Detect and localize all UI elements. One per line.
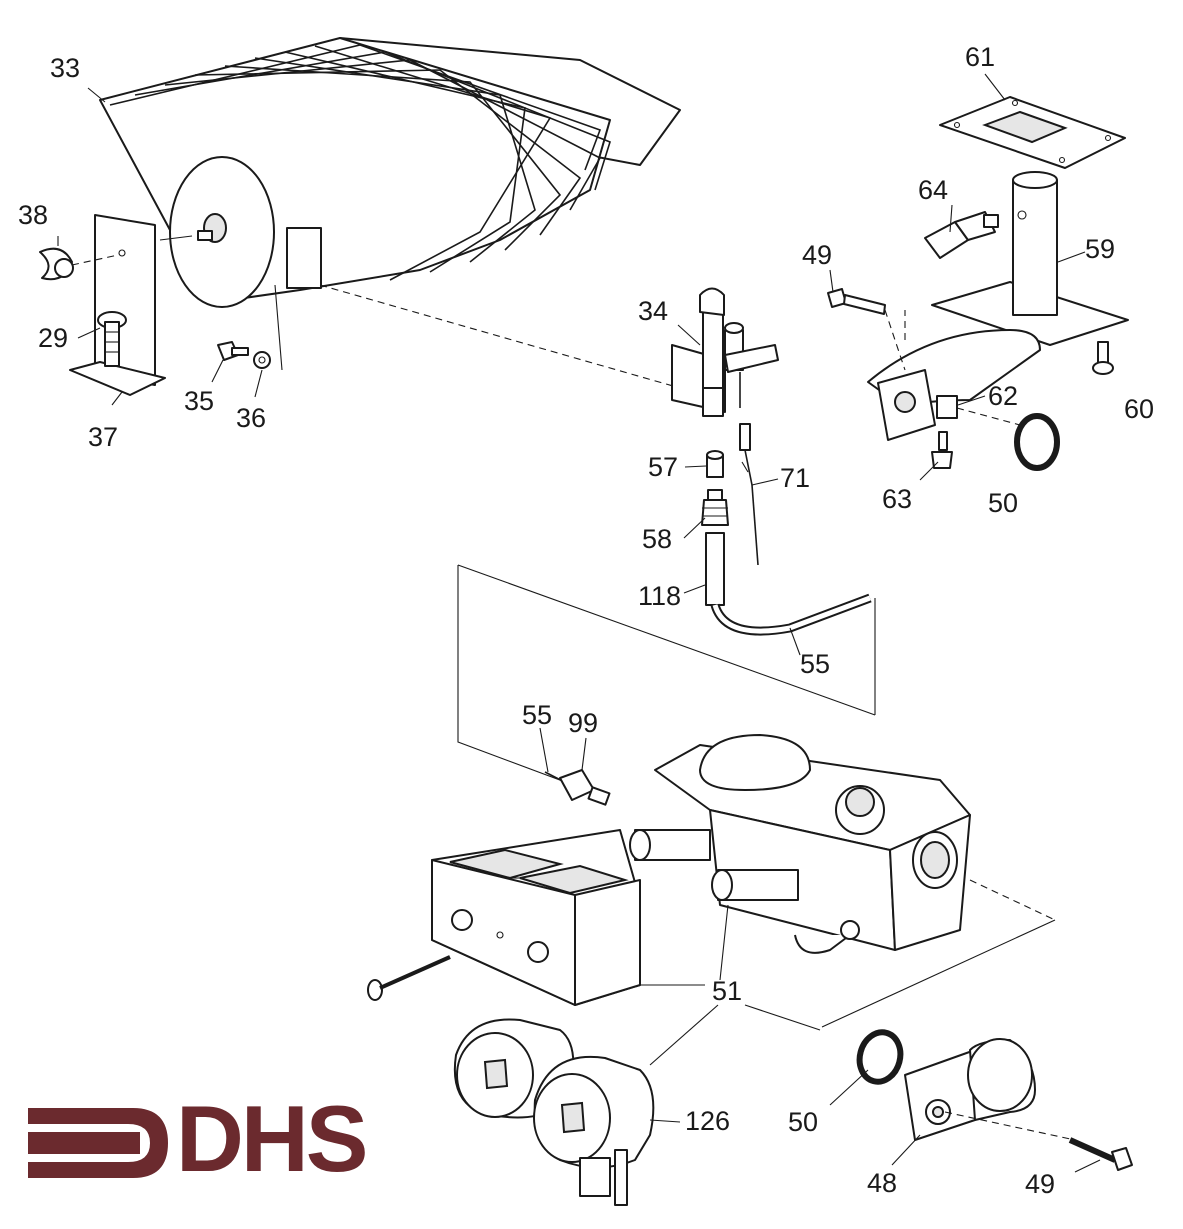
dhs-logo-mark — [28, 1108, 168, 1178]
label-50-bottom: 50 — [788, 1107, 819, 1137]
inlet-elbow-48 — [904, 1038, 1036, 1141]
label-71: 71 — [780, 463, 811, 493]
screw-35 — [217, 341, 249, 361]
mount-59 — [867, 171, 1129, 441]
oring-50-bottom — [856, 1029, 904, 1085]
label-60: 60 — [1124, 394, 1155, 424]
label-57: 57 — [648, 452, 679, 482]
label-49-top: 49 — [802, 240, 833, 270]
label-118: 118 — [638, 581, 682, 611]
dhs-logo-text: DHS — [176, 1086, 368, 1191]
gasket-61 — [939, 96, 1126, 169]
label-29: 29 — [38, 323, 69, 353]
screw-49-top — [827, 288, 906, 371]
oring-50-top — [1014, 413, 1060, 471]
label-126: 126 — [685, 1106, 731, 1136]
label-51: 51 — [712, 976, 743, 1006]
label-48: 48 — [867, 1168, 898, 1198]
bolt-49-bottom — [944, 1111, 1133, 1171]
label-36: 36 — [236, 403, 267, 433]
label-37: 37 — [88, 422, 119, 452]
label-50-top: 50 — [988, 488, 1019, 518]
label-33: 33 — [50, 53, 81, 83]
pilot-assembly-34 — [671, 287, 779, 417]
label-58: 58 — [642, 524, 673, 554]
label-64: 64 — [918, 175, 949, 205]
fitting-99 — [544, 769, 611, 806]
nozzle-64 — [924, 211, 999, 259]
label-61: 61 — [965, 42, 996, 72]
label-38: 38 — [18, 200, 49, 230]
label-35: 35 — [184, 386, 215, 416]
dhs-logo: DHS — [28, 1092, 408, 1188]
label-55-lower: 55 — [522, 700, 553, 730]
thermocouple-parts — [701, 423, 872, 636]
label-59: 59 — [1085, 234, 1116, 264]
coils-126 — [453, 1018, 655, 1206]
screw-29 — [97, 311, 127, 367]
washer-36 — [253, 284, 283, 371]
bracket-37 — [69, 214, 166, 396]
label-34: 34 — [638, 296, 669, 326]
long-screw — [367, 955, 451, 1001]
coil-cover — [431, 829, 641, 1006]
label-49-bottom: 49 — [1025, 1169, 1056, 1199]
screw-63 — [931, 431, 953, 469]
leader-frame — [457, 564, 876, 796]
nipple-62 — [936, 395, 1021, 426]
label-62: 62 — [988, 381, 1019, 411]
label-63: 63 — [882, 484, 913, 514]
label-55-upper: 55 — [800, 649, 831, 679]
screw-60 — [1092, 341, 1114, 375]
leader-lines — [57, 73, 1101, 1173]
wingnut-38 — [39, 247, 119, 281]
label-99: 99 — [568, 708, 599, 738]
gas-valve-51 — [629, 734, 1056, 954]
burner-assembly — [99, 37, 681, 308]
